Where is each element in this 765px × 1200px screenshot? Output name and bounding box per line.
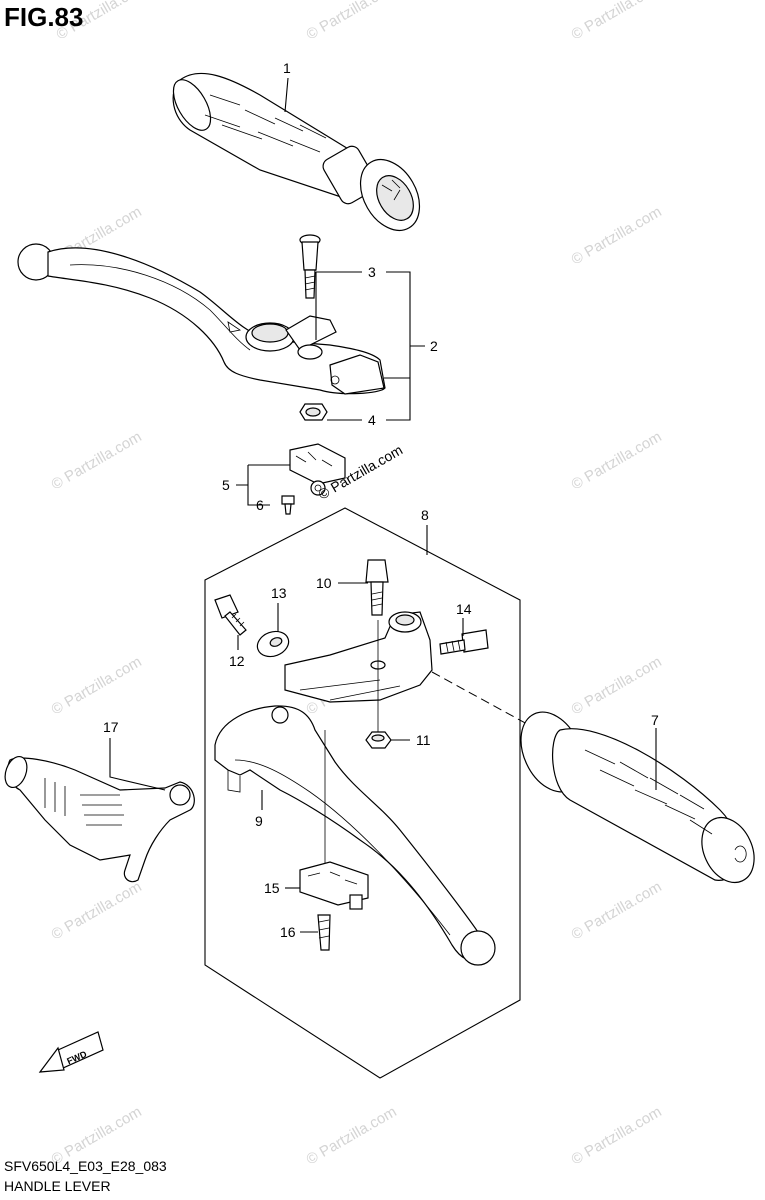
callout-7: 7 xyxy=(651,712,659,728)
bolt[interactable] xyxy=(214,594,247,636)
watermark: © Partzilla.com xyxy=(569,878,665,943)
callout-6: 6 xyxy=(256,497,264,513)
diagram-name: HANDLE LEVER xyxy=(4,1178,111,1194)
nut[interactable] xyxy=(299,403,328,421)
callout-12: 12 xyxy=(229,653,245,669)
watermark: © Partzilla.com xyxy=(49,653,145,718)
screw[interactable] xyxy=(281,495,295,515)
watermark: © Partzilla.com xyxy=(569,203,665,268)
callout-labels: 1 2 3 4 5 6 7 8 9 10 11 12 13 14 15 16 1… xyxy=(103,60,659,940)
callout-2: 2 xyxy=(430,338,438,354)
forward-direction-badge: FWD xyxy=(38,1031,104,1073)
callout-15: 15 xyxy=(264,880,280,896)
callout-1: 1 xyxy=(283,60,291,76)
left-handlebar-grip[interactable] xyxy=(509,702,764,891)
brake-lever[interactable] xyxy=(17,243,386,395)
choke-lever[interactable] xyxy=(1,754,195,883)
clutch-lever-holder[interactable] xyxy=(284,611,433,703)
axis-line xyxy=(431,671,561,743)
leader-line xyxy=(284,77,289,113)
watermark: © Partzilla.com xyxy=(49,428,145,493)
bolt[interactable] xyxy=(365,559,389,616)
watermark: © Partzilla.com xyxy=(569,1103,665,1168)
watermark: © Partzilla.com xyxy=(304,1103,400,1168)
callout-3: 3 xyxy=(368,264,376,280)
callout-16: 16 xyxy=(280,924,296,940)
callout-13: 13 xyxy=(271,585,287,601)
leader-line xyxy=(109,738,166,791)
watermark: © Partzilla.com xyxy=(569,0,665,43)
watermark: © Partzilla.com xyxy=(304,0,400,43)
callout-8: 8 xyxy=(421,507,429,523)
watermark: © Partzilla.com xyxy=(569,428,665,493)
callout-9: 9 xyxy=(255,813,263,829)
diagram-code: SFV650L4_E03_E28_083 xyxy=(4,1158,167,1174)
screw[interactable] xyxy=(317,914,331,951)
throttle-grip[interactable] xyxy=(166,72,432,241)
callout-17: 17 xyxy=(103,719,119,735)
clutch-switch[interactable] xyxy=(299,861,369,910)
front-brake-switch[interactable] xyxy=(289,443,346,496)
assembly-frame xyxy=(204,507,521,1079)
callout-11: 11 xyxy=(416,732,431,748)
figure-title: FIG.83 xyxy=(4,2,84,32)
nut[interactable] xyxy=(365,731,392,749)
leader-line xyxy=(236,464,290,506)
pivot-bolt[interactable] xyxy=(299,234,321,299)
callout-10: 10 xyxy=(316,575,332,591)
clutch-lever[interactable] xyxy=(214,705,496,966)
callout-14: 14 xyxy=(456,601,472,617)
callout-4: 4 xyxy=(368,412,376,428)
bolt[interactable] xyxy=(439,629,489,655)
leader-line xyxy=(384,271,425,421)
callout-5: 5 xyxy=(222,477,230,493)
watermark: © Partzilla.com xyxy=(569,653,665,718)
watermark: © Partzilla.com xyxy=(49,878,145,943)
washer[interactable] xyxy=(254,627,292,660)
